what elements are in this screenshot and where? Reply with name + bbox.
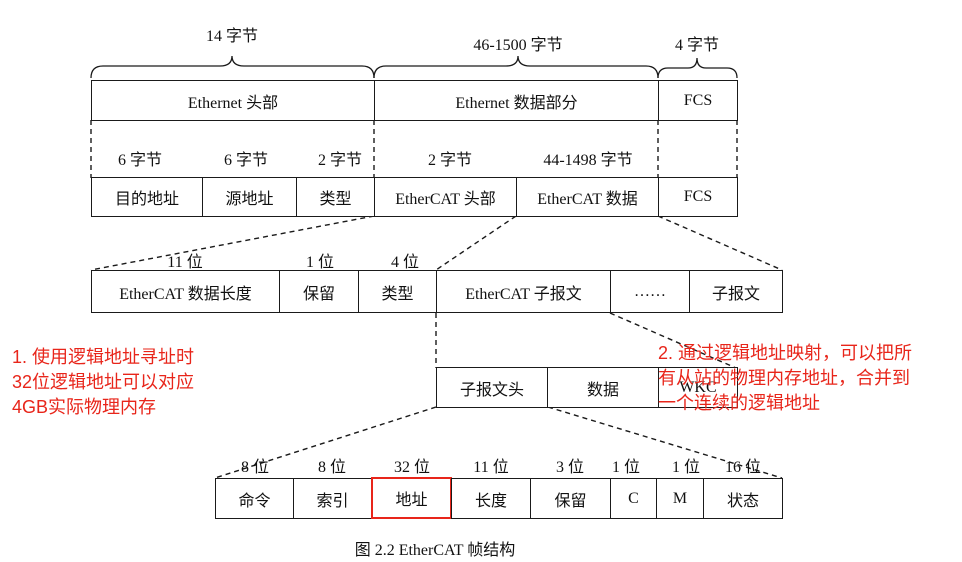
status-bits-label: 16 位 xyxy=(724,459,761,476)
right-annotation-line-3: 一个连续的逻辑地址 xyxy=(658,393,820,413)
ethernet-fcs-box: FCS xyxy=(658,80,738,121)
right-annotation-line-1: 2. 通过逻辑地址映射，可以把所 xyxy=(658,343,913,363)
m-box: M xyxy=(656,478,704,519)
dash-10 xyxy=(214,406,437,479)
type4-size-label: 4 位 xyxy=(390,254,419,271)
length-box: 长度 xyxy=(451,478,531,519)
address-box-highlighted: 地址 xyxy=(371,477,452,519)
index-size-label: 8 位 xyxy=(317,459,346,476)
c-box: C xyxy=(610,478,657,519)
length-size-label: 11 位 xyxy=(167,254,203,271)
brace-data xyxy=(373,55,659,79)
command-size-label: 8 位 xyxy=(240,459,269,476)
left-annotation: 1. 使用逻辑地址寻址时 32位逻辑地址可以对应 4GB实际物理内存 xyxy=(12,345,194,420)
dest-address-box: 目的地址 xyxy=(91,177,203,217)
ethernet-header-box: Ethernet 头部 xyxy=(91,80,375,121)
dash-9 xyxy=(609,312,737,369)
ecat-reserved-box: 保留 xyxy=(279,270,359,313)
reserved-bits-label: 3 位 xyxy=(555,459,584,476)
reserved-size-label: 1 位 xyxy=(305,254,334,271)
fcs-size-label: 4 字节 xyxy=(674,37,719,54)
figure-caption: 图 2.2 EtherCAT 帧结构 xyxy=(354,542,516,559)
dash-6 xyxy=(435,215,517,271)
header-size-label: 14 字节 xyxy=(205,28,258,45)
brace-header xyxy=(90,55,375,79)
index-box: 索引 xyxy=(293,478,372,519)
brace-fcs xyxy=(657,57,738,79)
right-annotation-line-2: 有从站的物理内存地址，合并到 xyxy=(658,368,910,388)
right-annotation: 2. 通过逻辑地址映射，可以把所 有从站的物理内存地址，合并到 一个连续的逻辑地… xyxy=(658,341,912,416)
src-size-label: 6 字节 xyxy=(223,152,268,169)
left-annotation-line-1: 1. 使用逻辑地址寻址时 xyxy=(12,347,195,367)
ecat-ellipsis-box: …… xyxy=(610,270,690,313)
ecat-datagram-box: EtherCAT 子报文 xyxy=(436,270,611,313)
left-annotation-line-3: 4GB实际物理内存 xyxy=(12,397,157,417)
data-size-label: 46-1500 字节 xyxy=(473,37,563,54)
datagram-header-box: 子报文头 xyxy=(436,367,548,408)
left-annotation-line-2: 32位逻辑地址可以对应 xyxy=(12,372,195,392)
ecat-header-box: EtherCAT 头部 xyxy=(374,177,517,217)
datagram-data-box: 数据 xyxy=(547,367,659,408)
ecat-data-box: EtherCAT 数据 xyxy=(516,177,659,217)
ecat-datagram2-box: 子报文 xyxy=(689,270,783,313)
datagram-wkc-box: WKC xyxy=(658,367,738,408)
dash-5 xyxy=(90,215,375,271)
fcs-box: FCS xyxy=(658,177,738,217)
reserved-box: 保留 xyxy=(530,478,611,519)
dest-size-label: 6 字节 xyxy=(117,152,162,169)
m-bits-label: 1 位 xyxy=(671,459,700,476)
src-address-box: 源地址 xyxy=(202,177,297,217)
ecat-length-box: EtherCAT 数据长度 xyxy=(91,270,280,313)
c-bits-label: 1 位 xyxy=(611,459,640,476)
dash-7 xyxy=(657,215,783,271)
dash-11 xyxy=(547,406,783,479)
command-box: 命令 xyxy=(215,478,294,519)
type-size-label: 2 字节 xyxy=(317,152,362,169)
ecat-header-size-label: 2 字节 xyxy=(427,152,472,169)
type-box: 类型 xyxy=(296,177,375,217)
status-box: 状态 xyxy=(703,478,783,519)
ecat-data-size-label: 44-1498 字节 xyxy=(543,152,633,169)
ecat-type-box: 类型 xyxy=(358,270,437,313)
address-size-label: 32 位 xyxy=(393,459,430,476)
length-bits-label: 11 位 xyxy=(473,459,509,476)
ethernet-data-box: Ethernet 数据部分 xyxy=(374,80,659,121)
